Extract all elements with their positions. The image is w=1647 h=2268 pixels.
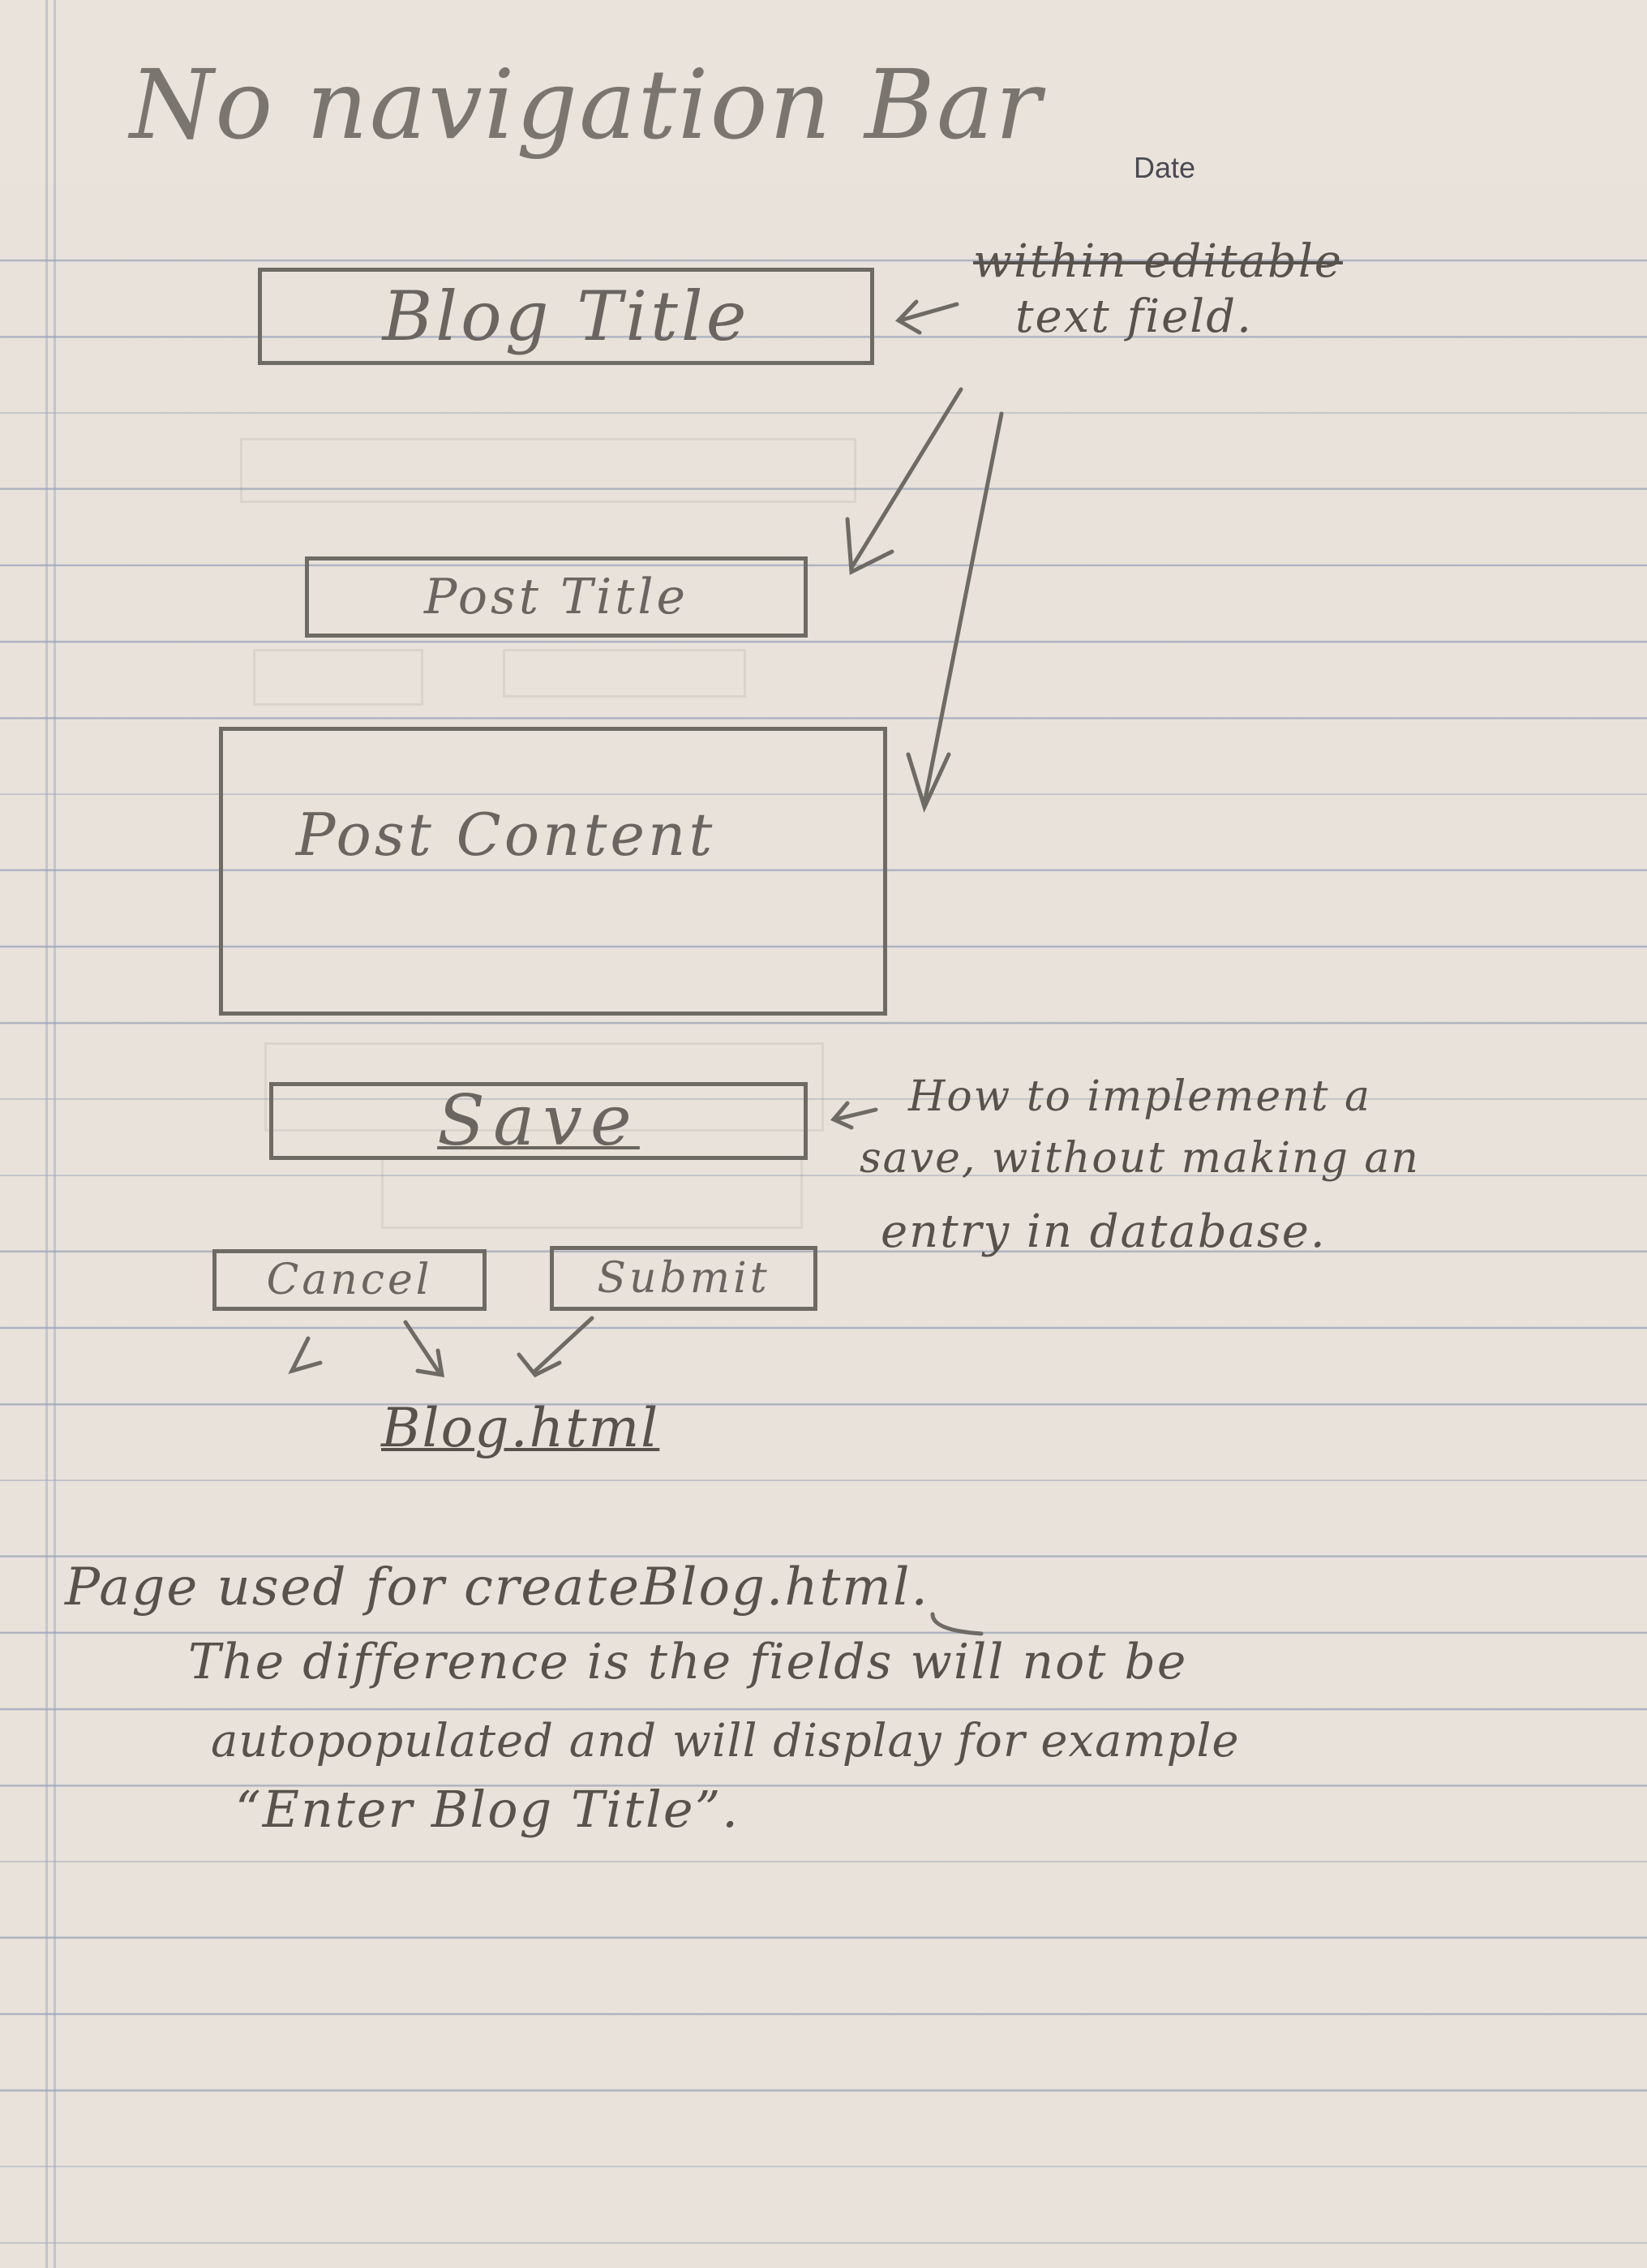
save-note-line1: How to implement a [908, 1072, 1372, 1121]
page-header-area [0, 0, 1647, 185]
submit-button[interactable]: Submit [550, 1246, 817, 1311]
save-label: Save [437, 1080, 640, 1162]
field-note-struck: within editable [973, 235, 1343, 288]
submit-label: Submit [597, 1254, 770, 1303]
sketch-heading: No navigation Bar [130, 49, 1043, 161]
notes-line2: The difference is the fields will not be [188, 1634, 1188, 1690]
erased-sketch [503, 649, 746, 698]
post-title-field[interactable]: Post Title [305, 556, 808, 638]
erased-sketch [240, 438, 856, 503]
arrow-to-fields-icon [930, 1612, 984, 1636]
save-note-line3: entry in database. [881, 1205, 1327, 1258]
date-label: Date [1134, 151, 1196, 184]
blog-title-text: Blog Title [382, 277, 750, 356]
cancel-button[interactable]: Cancel [212, 1249, 487, 1311]
save-button[interactable]: Save [269, 1080, 808, 1162]
arrow-to-post-content-icon [906, 411, 1004, 813]
notes-line3: autopopulated and will display for examp… [211, 1715, 1240, 1768]
erased-sketch [253, 649, 423, 706]
margin-line-left [45, 0, 48, 2268]
post-content-field[interactable]: Post Content [219, 727, 887, 1016]
arrow-to-save-icon [830, 1101, 878, 1130]
arrow-to-post-title-icon [845, 387, 963, 575]
cancel-label: Cancel [266, 1256, 433, 1304]
destination-page: Blog.html [381, 1397, 660, 1459]
post-content-text: Post Content [296, 801, 716, 869]
field-note: text field. [1015, 290, 1253, 343]
arrows-to-destination-icon [288, 1316, 594, 1378]
notes-line4: “Enter Blog Title”. [235, 1780, 740, 1839]
post-title-text: Post Title [423, 569, 689, 625]
margin-line-right [54, 0, 56, 2268]
erased-sketch [264, 1042, 824, 1132]
save-note-line2: save, without making an [860, 1134, 1420, 1183]
arrow-to-blog-title-icon [894, 299, 959, 335]
notes-line1: Page used for createBlog.html. [65, 1557, 929, 1617]
blog-title-field[interactable]: Blog Title [258, 268, 874, 365]
